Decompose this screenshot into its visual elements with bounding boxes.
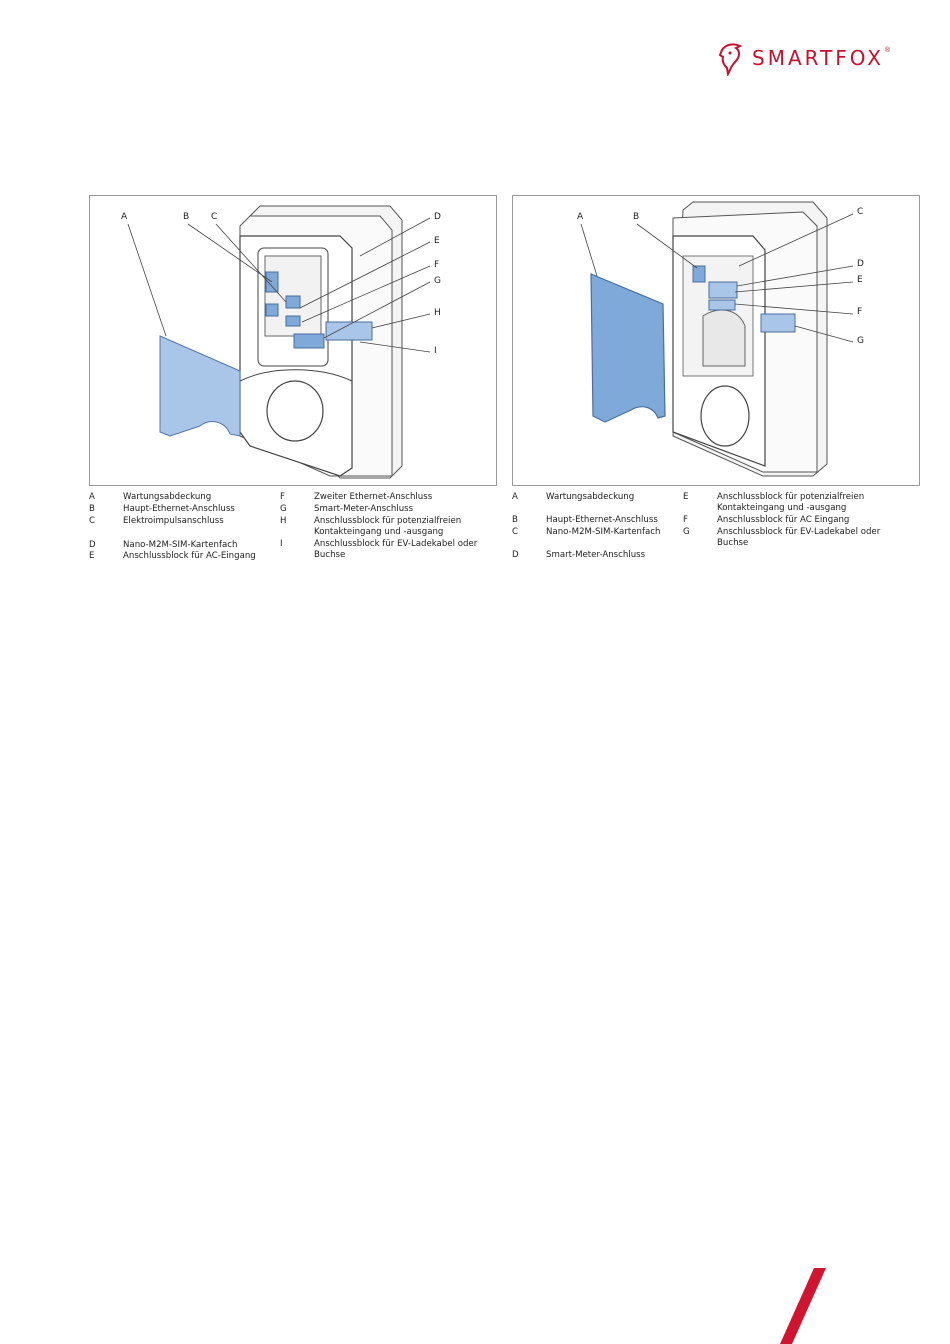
callout-f: F: [434, 260, 440, 270]
callout-b: B: [183, 212, 190, 222]
callout-f: F: [857, 307, 863, 317]
legend-text-cont: Kontakteingang und -ausgang: [314, 527, 444, 537]
charger-drawing-left: [127, 205, 431, 479]
legend-right: A Wartungsabdeckung B Haupt-Ethernet-Ans…: [512, 492, 918, 572]
callout-c: C: [211, 212, 218, 222]
legend-key: I: [280, 539, 283, 549]
smartfox-logo: SMARTFOX®: [718, 40, 890, 76]
callout-h: H: [434, 308, 441, 318]
figure-left-charger-diagram: A B C D E F G H I: [89, 195, 497, 486]
legend-key: H: [280, 516, 287, 526]
legend-key: F: [683, 515, 688, 525]
legend-text: Anschlussblock für EV-Ladekabel oder: [717, 527, 881, 537]
figure-right-charger-diagram: A B C D E F G: [512, 195, 920, 486]
legend-text: Anschlussblock für potenzialfreien: [314, 516, 462, 526]
callout-a: A: [577, 212, 584, 222]
legend-text: Nano-M2M-SIM-Kartenfach: [123, 540, 238, 550]
legend-key: D: [89, 540, 96, 550]
legend-text-cont: Buchse: [314, 550, 346, 560]
legend-text: Smart-Meter-Anschluss: [314, 504, 414, 514]
legend-text: Zweiter Ethernet-Anschluss: [314, 492, 433, 502]
legend-key: D: [512, 550, 519, 560]
legend-text-cont: Buchse: [717, 538, 749, 548]
legend-text: Anschlussblock für EV-Ladekabel oder: [314, 539, 478, 549]
legend-key: G: [683, 527, 690, 537]
legend-key: B: [512, 515, 518, 525]
legend-text-cont: Kontakteingang und -ausgang: [717, 503, 847, 513]
charger-drawing-right: [580, 201, 854, 477]
legend-left: A Wartungsabdeckung B Haupt-Ethernet-Ans…: [89, 492, 495, 572]
legend-text: Wartungsabdeckung: [123, 492, 212, 502]
legend-text: Nano-M2M-SIM-Kartenfach: [546, 527, 661, 537]
legend-key: C: [89, 516, 96, 526]
callout-d: D: [857, 259, 864, 269]
legend-text: Anschlussblock für potenzialfreien: [717, 492, 865, 502]
legend-text: Elektroimpulsanschluss: [123, 516, 224, 526]
legend-key: F: [280, 492, 285, 502]
legend-key: A: [512, 492, 518, 502]
legend-key: C: [512, 527, 519, 537]
callout-e: E: [857, 275, 863, 285]
callout-e: E: [434, 236, 440, 246]
fox-logo-icon: [718, 43, 743, 76]
callout-i: I: [434, 346, 437, 356]
legend-key: E: [683, 492, 689, 502]
legend-key: A: [89, 492, 95, 502]
legend-text: Haupt-Ethernet-Anschluss: [123, 504, 235, 514]
legend-key: G: [280, 504, 287, 514]
legend-text: Wartungsabdeckung: [546, 492, 635, 502]
registered-mark: ®: [884, 46, 891, 54]
legend-text: Smart-Meter-Anschluss: [546, 550, 646, 560]
brand-name: SMARTFOX: [752, 46, 884, 70]
legend-text: Haupt-Ethernet-Anschluss: [546, 515, 658, 525]
red-slash-decoration-icon: [780, 1268, 826, 1344]
callout-g: G: [857, 336, 864, 346]
legend-key: E: [89, 551, 95, 561]
callout-g: G: [434, 276, 441, 286]
legend-text: Anschlussblock für AC-Eingang: [123, 551, 256, 561]
callout-a: A: [121, 212, 128, 222]
callout-c: C: [857, 207, 864, 217]
callout-b: B: [633, 212, 640, 222]
legend-text: Anschlussblock für AC Eingang: [717, 515, 850, 525]
legend-key: B: [89, 504, 95, 514]
callout-d: D: [434, 212, 441, 222]
